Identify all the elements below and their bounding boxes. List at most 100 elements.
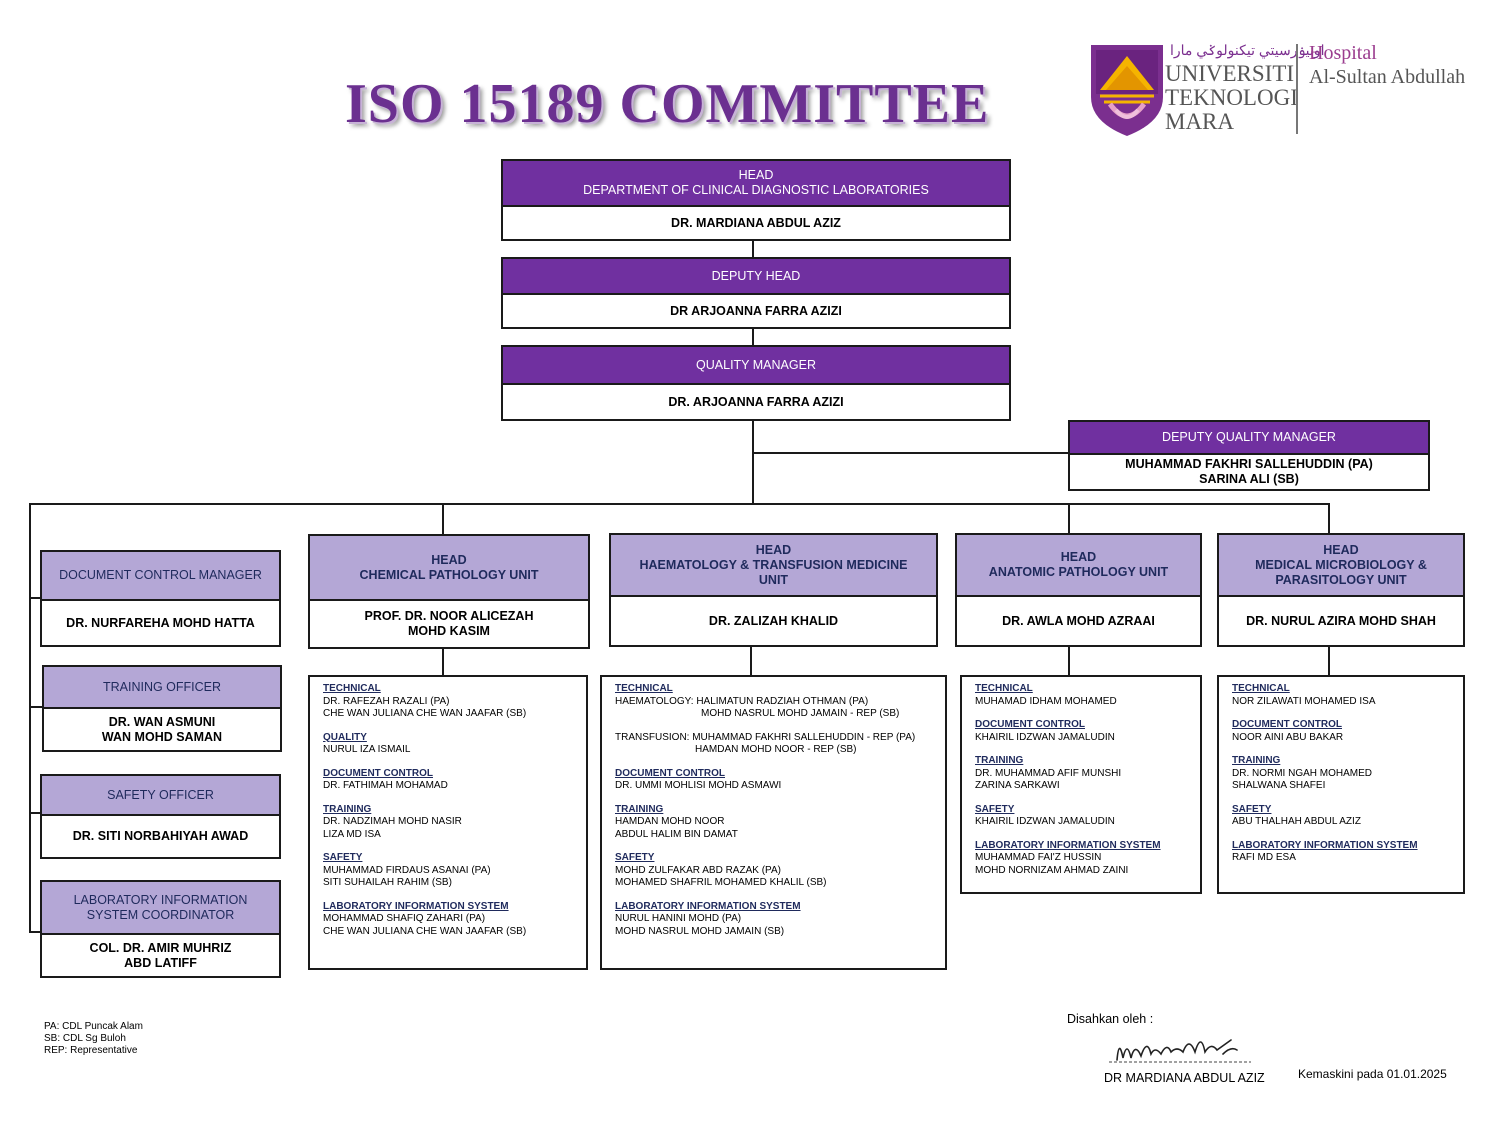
deputy-head-name: DR ARJOANNA FARRA AZIZI [503, 293, 1009, 327]
deputy-head-role: DEPUTY HEAD [503, 259, 1009, 293]
section-member: SITI SUHAILAH RAHIM (SB) [323, 877, 452, 888]
section-title: DOCUMENT CONTROL [975, 719, 1085, 730]
section-title: LABORATORY INFORMATION SYSTEM [615, 900, 801, 912]
deputy-quality-manager-role: DEPUTY QUALITY MANAGER [1070, 422, 1428, 453]
deputy-quality-manager-name: MUHAMMAD FAKHRI SALLEHUDDIN (PA) SARINA … [1070, 453, 1428, 489]
unit-head-title-line2: HAEMATOLOGY & TRANSFUSION MEDICINE [639, 557, 908, 572]
section-title: SAFETY [615, 852, 655, 863]
unit-head-box-microbiology: HEAD MEDICAL MICROBIOLOGY & PARASITOLOGY… [1217, 533, 1465, 647]
training-officer-role: TRAINING OFFICER [44, 667, 280, 707]
section-title: SAFETY [975, 803, 1015, 815]
unit-head-title-line3: PARASITOLOGY UNIT [1275, 572, 1407, 587]
quality-manager-box: QUALITY MANAGER DR. ARJOANNA FARRA AZIZI [501, 345, 1011, 421]
connector [1068, 503, 1070, 535]
unit-head-title: HEAD ANATOMIC PATHOLOGY UNIT [957, 535, 1200, 595]
training-officer-name-line1: DR. WAN ASMUNI [108, 714, 216, 729]
signature-icon [1109, 1039, 1251, 1063]
connector [29, 503, 31, 932]
lis-coordinator-role: LABORATORY INFORMATION SYSTEM COORDINATO… [42, 882, 279, 933]
unit-head-title: HEAD HAEMATOLOGY & TRANSFUSION MEDICINE … [611, 535, 936, 595]
unit-head-box-anatomic-pathology: HEAD ANATOMIC PATHOLOGY UNIT DR. AWLA MO… [955, 533, 1202, 647]
section-title: DOCUMENT CONTROL [1232, 719, 1342, 730]
connector [29, 706, 43, 708]
section-member: NOR ZILAWATI MOHAMED ISA [1232, 695, 1376, 707]
section-member: KHAIRIL IDZWAN JAMALUDIN [975, 816, 1115, 827]
connector [752, 452, 1070, 454]
unit-head-name: DR. AWLA MOHD AZRAAI [957, 595, 1200, 645]
section-member: MUHAMMAD FAI'Z HUSSIN [975, 852, 1102, 863]
lis-coordinator-box: LABORATORY INFORMATION SYSTEM COORDINATO… [40, 880, 281, 978]
section-member: NOOR AINI ABU BAKAR [1232, 731, 1344, 743]
section-member: CHE WAN JULIANA CHE WAN JAAFAR (SB) [323, 708, 527, 719]
section-member: DR. NORMI NGAH MOHAMED [1232, 767, 1372, 779]
training-officer-box: TRAINING OFFICER DR. WAN ASMUNI WAN MOHD… [42, 665, 282, 752]
unit-head-title-line1: HEAD [431, 552, 467, 567]
unit-head-name: DR. ZALIZAH KHALID [611, 595, 936, 645]
training-officer-name-line2: WAN MOHD SAMAN [101, 729, 223, 744]
connector [752, 420, 754, 504]
safety-officer-name: DR. SITI NORBAHIYAH AWAD [42, 814, 279, 857]
approval-name: DR MARDIANA ABDUL AZIZ [1104, 1071, 1265, 1085]
section-member: MUHAMAD IDHAM MOHAMED [975, 695, 1117, 707]
section-member: TRANSFUSION: MUHAMMAD FAKHRI SALLEHUDDIN… [615, 731, 916, 743]
section-member: RAFI MD ESA [1232, 852, 1296, 863]
logo-uni-line3: MARA [1165, 109, 1235, 134]
section-member: CHE WAN JULIANA CHE WAN JAAFAR (SB) [323, 925, 527, 937]
section-member: MOHD NORNIZAM AHMAD ZAINI [975, 864, 1129, 876]
connector [442, 648, 444, 676]
section-title: TECHNICAL [1232, 683, 1290, 694]
section-title: TECHNICAL [323, 683, 381, 694]
footnote-pa: PA: CDL Puncak Alam [44, 1021, 143, 1032]
connector [1328, 646, 1330, 676]
connector [29, 597, 41, 599]
unit-head-title-line2: MEDICAL MICROBIOLOGY & [1255, 557, 1427, 572]
dqm-name-line2: SARINA ALI (SB) [1199, 472, 1299, 486]
logo-uni-line2: TEKNOLOGI [1165, 85, 1298, 110]
section-member: HAEMATOLOGY: HALIMATUN RADZIAH OTHMAN (P… [615, 695, 869, 707]
deputy-quality-manager-box: DEPUTY QUALITY MANAGER MUHAMMAD FAKHRI S… [1068, 420, 1430, 491]
section-title: LABORATORY INFORMATION SYSTEM [975, 839, 1161, 851]
connector [1328, 503, 1330, 535]
section-member: ZARINA SARKAWI [975, 780, 1060, 791]
section-title: TECHNICAL [975, 683, 1033, 694]
unit-head-title: HEAD CHEMICAL PATHOLOGY UNIT [310, 536, 588, 599]
section-member: DR. RAFEZAH RAZALI (PA) [323, 695, 450, 707]
logo-jawi: اونيۏرسيتي تيكنولوݢي مارا [1170, 42, 1325, 58]
section-member: MOHD ZULFAKAR ABD RAZAK (PA) [615, 864, 781, 876]
dqm-name-line1: MUHAMMAD FAKHRI SALLEHUDDIN (PA) [1125, 457, 1373, 471]
section-title: QUALITY [323, 731, 367, 743]
section-title: TRAINING [615, 803, 664, 815]
unit-head-name-line2: MOHD KASIM [408, 624, 490, 638]
unit-head-title-line2: CHEMICAL PATHOLOGY UNIT [359, 567, 539, 582]
footnote-sb: SB: CDL Sg Buloh [44, 1033, 126, 1044]
section-member: MUHAMMAD FIRDAUS ASANAI (PA) [323, 864, 491, 876]
section-member: NURUL HANINI MOHD (PA) [615, 913, 742, 924]
section-title: SAFETY [323, 852, 363, 863]
section-title: TRAINING [323, 803, 372, 815]
footnote-rep: REP: Representative [44, 1045, 138, 1056]
section-member: ABU THALHAH ABDUL AZIZ [1232, 816, 1361, 827]
connector [29, 812, 41, 814]
unit-head-title-line1: HEAD [755, 542, 792, 557]
updated-date: Kemaskini pada 01.01.2025 [1298, 1067, 1447, 1081]
head-role: HEAD DEPARTMENT OF CLINICAL DIAGNOSTIC L… [503, 161, 1009, 205]
quality-manager-role: QUALITY MANAGER [503, 347, 1009, 383]
approval-label: Disahkan oleh : [1067, 1012, 1154, 1026]
section-member: DR. NADZIMAH MOHD NASIR [323, 816, 462, 827]
document-control-manager-role: DOCUMENT CONTROL MANAGER [42, 552, 279, 599]
connector [29, 503, 1330, 505]
section-title: DOCUMENT CONTROL [323, 767, 433, 779]
section-member: DR. MUHAMMAD AFIF MUNSHI [975, 767, 1122, 779]
section-title: DOCUMENT CONTROL [615, 767, 725, 779]
